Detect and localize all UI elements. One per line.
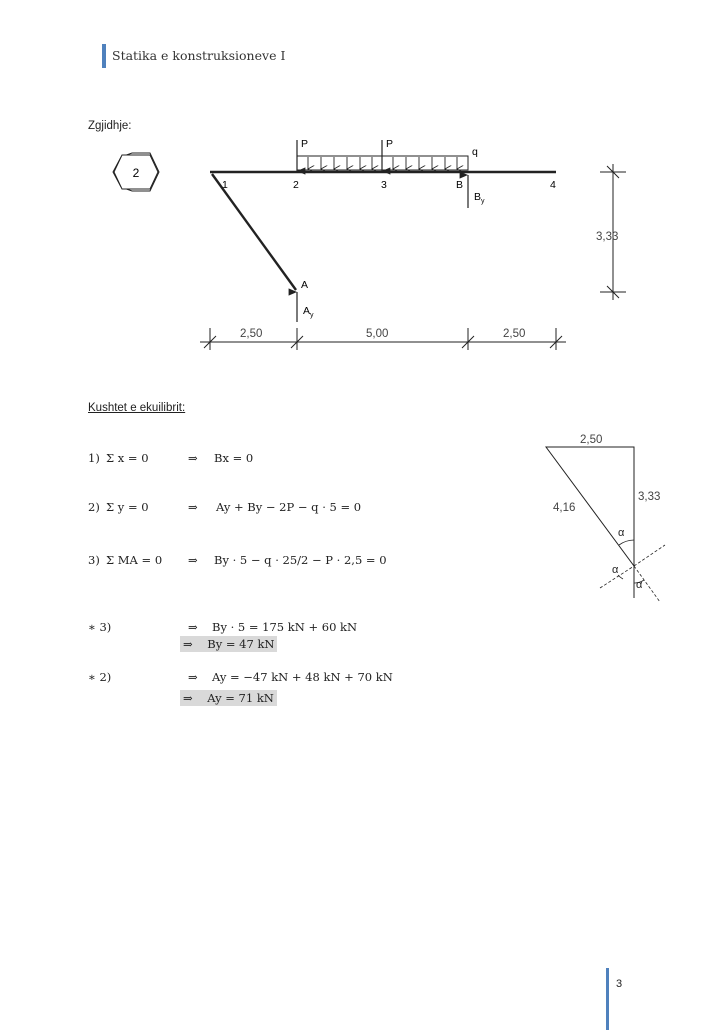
span-dimension-2: 5,00	[366, 328, 388, 340]
derived-3-arrow-1: ⇒	[188, 620, 198, 634]
derived-3-number: ∗ 3)	[88, 620, 112, 634]
height-dimension-label: 3,33	[596, 231, 618, 243]
reaction-ay-subscript: y	[310, 312, 314, 319]
triangle-hyp-length: 4,16	[553, 502, 575, 514]
equation-3-arrow: ⇒	[188, 553, 198, 567]
load-label-p2: P	[386, 138, 393, 150]
derived-2-line-2: Ay = 71 kN	[207, 691, 274, 705]
equation-1-number: 1)	[88, 451, 100, 465]
node-label-4: 4	[550, 179, 556, 191]
node-label-1: 1	[222, 179, 228, 191]
derived-2-line-1: Ay = −47 kN + 48 kN + 70 kN	[212, 670, 393, 684]
derived-3-line-1: By · 5 = 175 kN + 60 kN	[212, 620, 358, 634]
span-dimension-3: 2,50	[503, 328, 525, 340]
support-a-label: A	[301, 279, 308, 291]
load-label-q: q	[472, 146, 478, 158]
equation-2-condition: Σ y = 0	[106, 500, 149, 514]
reaction-by-label: B	[474, 191, 481, 203]
span-dimension-1: 2,50	[240, 328, 262, 340]
alpha-label-3: α	[636, 579, 643, 591]
load-label-p1: P	[301, 138, 308, 150]
angle-triangle-diagram: 2,50 3,33 4,16 α α α	[545, 434, 666, 603]
derived-2-arrow-1: ⇒	[188, 670, 198, 684]
derived-3-arrow-2: ⇒	[183, 637, 193, 651]
distributed-load-q	[296, 155, 469, 171]
page-number: 3	[616, 978, 623, 990]
equation-2-number: 2)	[88, 500, 100, 514]
equation-3-condition: Σ MA = 0	[106, 553, 163, 567]
derived-2-result-box: ⇒ Ay = 71 kN	[180, 690, 277, 706]
solution-heading: Zgjidhje:	[88, 120, 132, 132]
structural-diagram: 2 1 2 3 B 4 P P q By A Ay 3	[112, 138, 626, 350]
equation-1-arrow: ⇒	[188, 451, 198, 465]
equation-1-condition: Σ x = 0	[106, 451, 149, 465]
node-label-b: B	[456, 179, 463, 191]
page-header-title: Statika e konstruksioneve I	[112, 48, 286, 63]
node-label-3: 3	[381, 179, 387, 191]
equation-3-number: 3)	[88, 553, 100, 567]
node-label-2: 2	[293, 179, 299, 191]
angle-triangle	[545, 446, 635, 568]
equation-2-result: Ay + By − 2P − q · 5 = 0	[216, 500, 362, 514]
equation-2-arrow: ⇒	[188, 500, 198, 514]
height-dimension	[600, 164, 626, 300]
derived-3-result-box: ⇒ By = 47 kN	[180, 636, 278, 652]
derived-3-line-2: By = 47 kN	[207, 637, 275, 651]
span-dimension	[200, 328, 566, 350]
equation-3-result: By · 5 − q · 25/2 − P · 2,5 = 0	[214, 553, 387, 567]
inclined-member	[211, 173, 297, 291]
reaction-ay-label: A	[303, 305, 310, 317]
footer-accent-bar	[606, 968, 609, 1030]
derived-2-arrow-2: ⇒	[183, 691, 193, 705]
svg-text:By: By	[474, 191, 485, 205]
header-accent-bar	[102, 44, 106, 68]
reaction-by-subscript: y	[481, 198, 485, 205]
problem-number-hexagon	[112, 152, 160, 192]
equilibrium-heading: Kushtet e ekuilibrit:	[88, 402, 186, 414]
alpha-label-1: α	[618, 527, 625, 539]
problem-number: 2	[133, 166, 140, 180]
triangle-top-length: 2,50	[580, 434, 602, 446]
equation-1-result: Bx = 0	[214, 451, 254, 465]
triangle-right-length: 3,33	[638, 491, 660, 503]
derived-2-number: ∗ 2)	[88, 670, 112, 684]
alpha-label-2: α	[612, 564, 619, 576]
svg-text:Ay: Ay	[303, 305, 314, 319]
